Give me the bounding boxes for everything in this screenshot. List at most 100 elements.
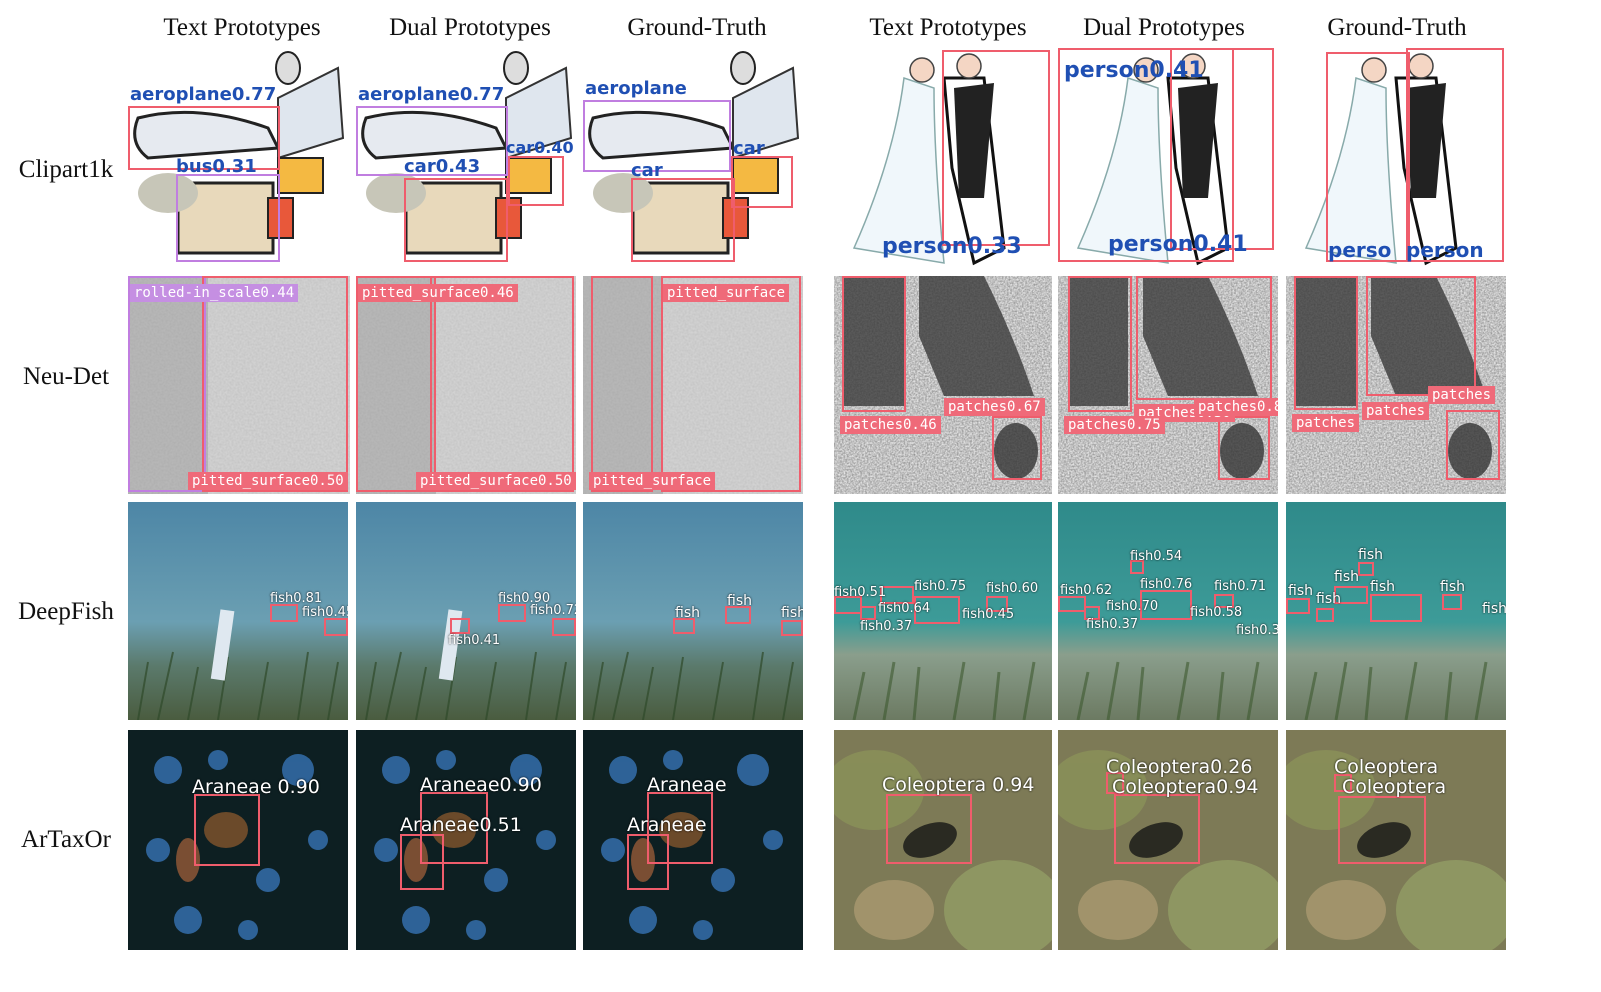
label-araneae-1: Araneae [647,774,727,796]
label-aeroplane: aeroplane0.77 [130,84,277,105]
label-coleoptera-1: Coleoptera [1334,756,1439,778]
neu-right-text-panel: patches0.67 patches0.46 [834,276,1052,494]
label-fish-2: fish0.45 [302,605,348,620]
label-fish-4: fish0.64 [878,601,931,616]
header-left-ground-truth: Ground-Truth [627,14,767,41]
bbox-fish-2 [324,618,348,636]
label-fish-1: fish0.90 [498,591,551,606]
label-araneae: Araneae 0.90 [192,776,320,798]
artax-left-gt-panel: Araneae Araneae [583,730,803,950]
clipart-right-dual-panel: person0.41 person0.41 [1058,48,1278,266]
bbox-fish-1 [270,604,298,622]
label-fish-5: fish0.45 [962,607,1015,622]
label-fish-3: fish0.60 [986,581,1039,596]
label-patches-1: patches [1362,402,1430,420]
label-fish-8: fish0.36 [1236,623,1278,638]
header-right-dual-prototypes: Dual Prototypes [1083,14,1245,41]
label-bus: bus0.31 [176,156,257,177]
bbox-fish-2 [552,618,576,636]
bbox-fish-2 [1286,598,1310,614]
bbox-aeroplane [356,106,508,176]
clipart-right-text-panel: person0.33 [834,48,1052,266]
bbox-fish-2 [1058,596,1086,612]
label-pitted-top: pitted_surface [663,284,790,302]
artax-right-gt-panel: Coleoptera Coleoptera [1286,730,1506,950]
label-fish-2: fish [1288,583,1313,599]
deepfish-left-text-panel: fish0.81 fish0.45 [128,502,348,720]
bbox-pitted-top [356,276,436,492]
label-fish-5: fish0.70 [1106,599,1159,614]
label-araneae-2: Araneae0.51 [400,814,522,836]
bbox-fish-4 [986,596,1008,612]
label-coleoptera-2: Coleoptera [1342,776,1447,798]
bbox-car-1 [404,178,508,262]
deepfish-right-dual-panel: fish0.54 fish0.62 fish0.76 fish0.71 fish… [1058,502,1278,720]
bbox-coleoptera-1 [1334,774,1352,792]
bbox-fish-2 [880,586,914,604]
label-pitted-bottom: pitted_surface0.50 [416,472,576,490]
label-fish-3: fish [781,605,803,621]
bbox-car-2 [731,156,793,208]
label-fish-1: fish [1358,547,1383,563]
bbox-patches-2 [1136,276,1272,400]
bbox-pitted-2 [661,276,801,492]
bbox-car-1 [631,178,735,262]
bbox-person [942,50,1050,246]
bbox-person-2 [1406,48,1504,262]
label-fish-3: fish [1316,591,1341,607]
bbox-rolled-in-scale [128,276,206,492]
label-patches-2: patches0.46 [840,416,941,434]
label-fish-2: fish [727,593,752,609]
neu-left-gt-panel: pitted_surface pitted_surface [583,276,803,494]
bbox-patches-2 [1366,276,1476,396]
label-patches-2: patches [1428,386,1496,404]
label-araneae-1: Araneae0.90 [420,774,542,796]
label-fish-6: fish [1440,579,1465,595]
bbox-fish-3 [1316,608,1334,622]
header-left-text-prototypes: Text Prototypes [163,14,321,41]
bbox-person-1 [1326,52,1410,262]
bbox-person-1 [1058,48,1234,262]
bbox-fish-5 [860,606,876,620]
label-car-2: car [733,138,765,159]
label-fish-2: fish0.72 [530,603,576,618]
bbox-araneae-2 [627,834,669,890]
bbox-car-2 [508,156,564,206]
bbox-fish-3 [781,620,803,636]
neu-left-text-panel: rolled-in_scale0.44 pitted_surface0.50 [128,276,350,494]
header-right-text-prototypes: Text Prototypes [869,14,1027,41]
label-patches-3: patches [1292,414,1360,432]
bbox-fish-4 [1214,594,1234,608]
bbox-fish-3 [914,596,960,624]
bbox-patches-1 [842,276,906,412]
bbox-fish-3 [1140,590,1192,620]
bbox-araneae-1 [420,792,488,864]
label-fish-7: fish [1482,601,1506,617]
bbox-bus [176,174,280,262]
bbox-patches-1 [1294,276,1358,410]
label-car-2: car0.40 [506,138,574,157]
artax-left-text-panel: Araneae 0.90 [128,730,348,950]
row-label-deepfish: DeepFish [18,598,114,625]
label-fish-6: fish0.58 [1190,605,1243,620]
label-fish-6: fish0.37 [860,619,913,634]
label-car-1: car [631,160,663,181]
label-araneae-2: Araneae [627,814,707,836]
label-fish-3: fish0.41 [448,633,501,648]
label-fish-1: fish0.54 [1130,549,1183,564]
bbox-fish-6 [1442,594,1462,610]
label-rolled-in-scale: rolled-in_scale0.44 [130,284,299,302]
label-person: person0.33 [882,234,1022,259]
bbox-fish-4 [1334,586,1368,604]
bbox-fish-1 [498,604,526,622]
label-patches-2: patches0.85 [1194,398,1278,416]
label-fish-1: fish0.51 [834,585,887,600]
bbox-coleoptera [886,794,972,864]
artax-left-dual-panel: Araneae0.90 Araneae0.51 [356,730,576,950]
label-fish-2: fish0.75 [914,579,967,594]
row-label-clipart1k: Clipart1k [18,156,114,183]
label-pitted-surface: pitted_surface0.50 [188,472,348,490]
label-coleoptera: Coleoptera 0.94 [882,774,1035,796]
label-pitted-bottom: pitted_surface [589,472,716,490]
label-aeroplane: aeroplane [585,78,687,99]
